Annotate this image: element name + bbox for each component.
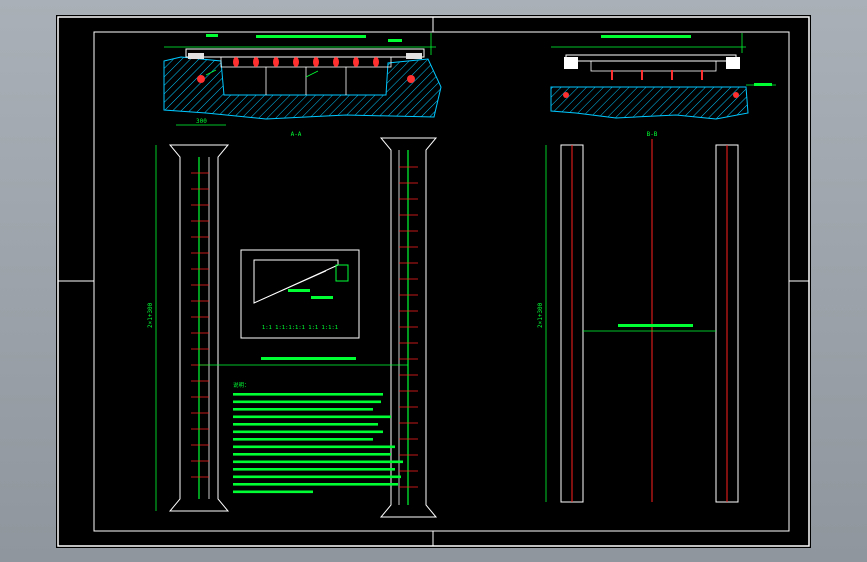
note-lines	[233, 393, 403, 494]
elevation-dimensions	[164, 33, 436, 126]
note-line	[233, 408, 373, 411]
column-b-outline	[379, 137, 438, 518]
left-plan-column-a[interactable]: 2×1+300	[147, 144, 230, 512]
right-elevation-view[interactable]	[550, 33, 776, 120]
note-line	[233, 475, 401, 479]
right-foundation-hatch	[550, 86, 749, 120]
detail-text-placeholders	[288, 289, 333, 299]
drawing-sheet[interactable]: 300	[56, 15, 811, 548]
cad-drawing-canvas[interactable]: 300	[56, 15, 811, 548]
note-line	[233, 460, 403, 464]
bracket-bolt	[335, 264, 349, 282]
dim-left-vertical: 2×1+300	[147, 302, 154, 328]
note-line	[233, 453, 391, 456]
note-line	[233, 468, 395, 471]
right-span-dim-text	[618, 324, 693, 327]
note-line	[233, 445, 395, 449]
section-title-left: A-A	[291, 131, 302, 138]
right-text-placeholders	[601, 35, 772, 86]
column-a-outline	[168, 144, 230, 512]
left-elevation-view[interactable]: 300	[163, 33, 442, 126]
right-anchor-marks	[563, 70, 739, 98]
support-posts	[265, 67, 347, 95]
dim-left-bottom: 300	[196, 118, 207, 125]
foundation-hatch	[163, 56, 442, 120]
bracket-strut	[253, 270, 327, 304]
right-bearings	[564, 57, 740, 69]
note-line	[233, 430, 383, 434]
right-beam-web	[590, 60, 717, 72]
column-b-ticks	[399, 166, 418, 488]
note-line	[233, 490, 313, 494]
note-line	[233, 393, 383, 396]
right-dimensions	[551, 33, 776, 86]
detail-caption: 1:1 1:1:1:1:1 1:1 1:1:1	[262, 325, 338, 331]
note-line	[233, 423, 378, 426]
span-dimension-text	[261, 357, 356, 360]
notes-heading: 说明：	[233, 381, 250, 389]
note-line	[233, 415, 391, 419]
note-line	[233, 400, 381, 404]
column-a-ticks	[191, 172, 209, 478]
left-plan-column-b[interactable]	[379, 137, 438, 518]
anchor-marks	[197, 57, 415, 83]
note-line	[233, 438, 373, 441]
note-line	[233, 483, 398, 486]
beam-web	[220, 56, 392, 68]
detail-box-frame	[240, 249, 360, 339]
right-beam-top	[565, 54, 737, 62]
bearing-blocks	[188, 53, 422, 59]
notes-block: 说明：	[233, 381, 403, 494]
right-plan-view[interactable]: 2×1+300	[537, 139, 739, 503]
elevation-text-placeholders	[206, 34, 402, 42]
detail-box[interactable]: 1:1 1:1:1:1:1 1:1 1:1:1	[240, 249, 360, 339]
section-title-right: B-B	[647, 131, 658, 138]
beam-top	[185, 48, 425, 58]
dim-right-vertical: 2×1+300	[537, 302, 544, 328]
